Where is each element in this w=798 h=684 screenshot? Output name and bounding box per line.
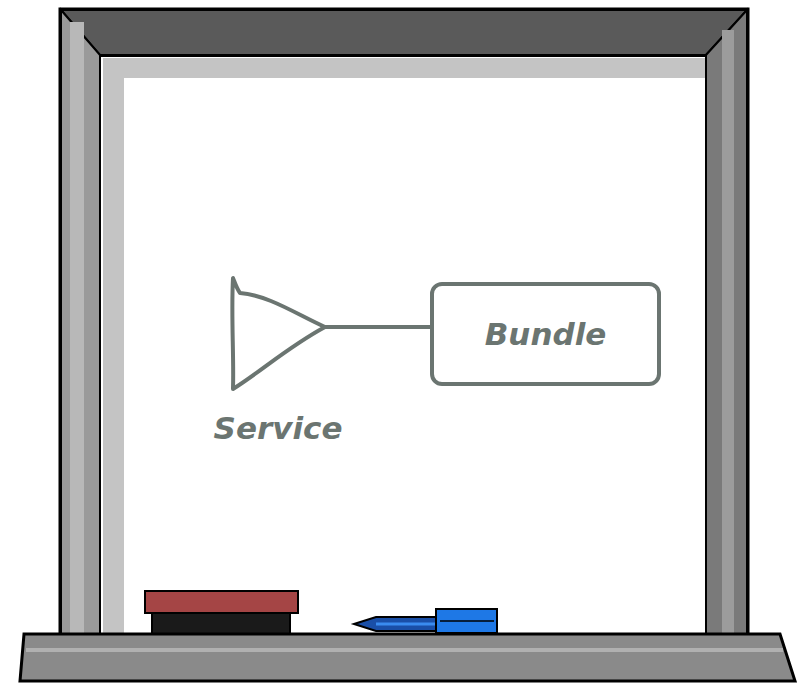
writing-surface — [100, 56, 706, 636]
board-frame — [60, 9, 748, 637]
node-label: Bundle — [485, 317, 607, 351]
connector-line — [325, 325, 430, 329]
marker-cap-line — [440, 620, 494, 622]
surface-shadow-left — [103, 58, 124, 636]
frame-left-bevel — [61, 10, 100, 636]
service-triangle: Service — [228, 275, 328, 393]
marker-cap — [436, 609, 497, 633]
frame-right-bevel — [706, 10, 747, 636]
marker-tip-shine — [376, 623, 436, 626]
frame-top-bevel — [61, 10, 747, 55]
triangle-path — [232, 278, 325, 389]
bundle-box: Bundle — [430, 282, 661, 386]
frame-right-highlight — [722, 30, 734, 636]
surface-shadow-top — [103, 58, 705, 78]
marker-tip — [354, 617, 436, 631]
eraser-base — [152, 612, 290, 634]
triangle-outline — [228, 275, 328, 393]
board-tray — [20, 634, 795, 681]
eraser-top — [145, 591, 298, 613]
tray-highlight — [26, 648, 783, 652]
node-label: Service — [168, 411, 388, 445]
frame-left-highlight — [70, 22, 84, 636]
